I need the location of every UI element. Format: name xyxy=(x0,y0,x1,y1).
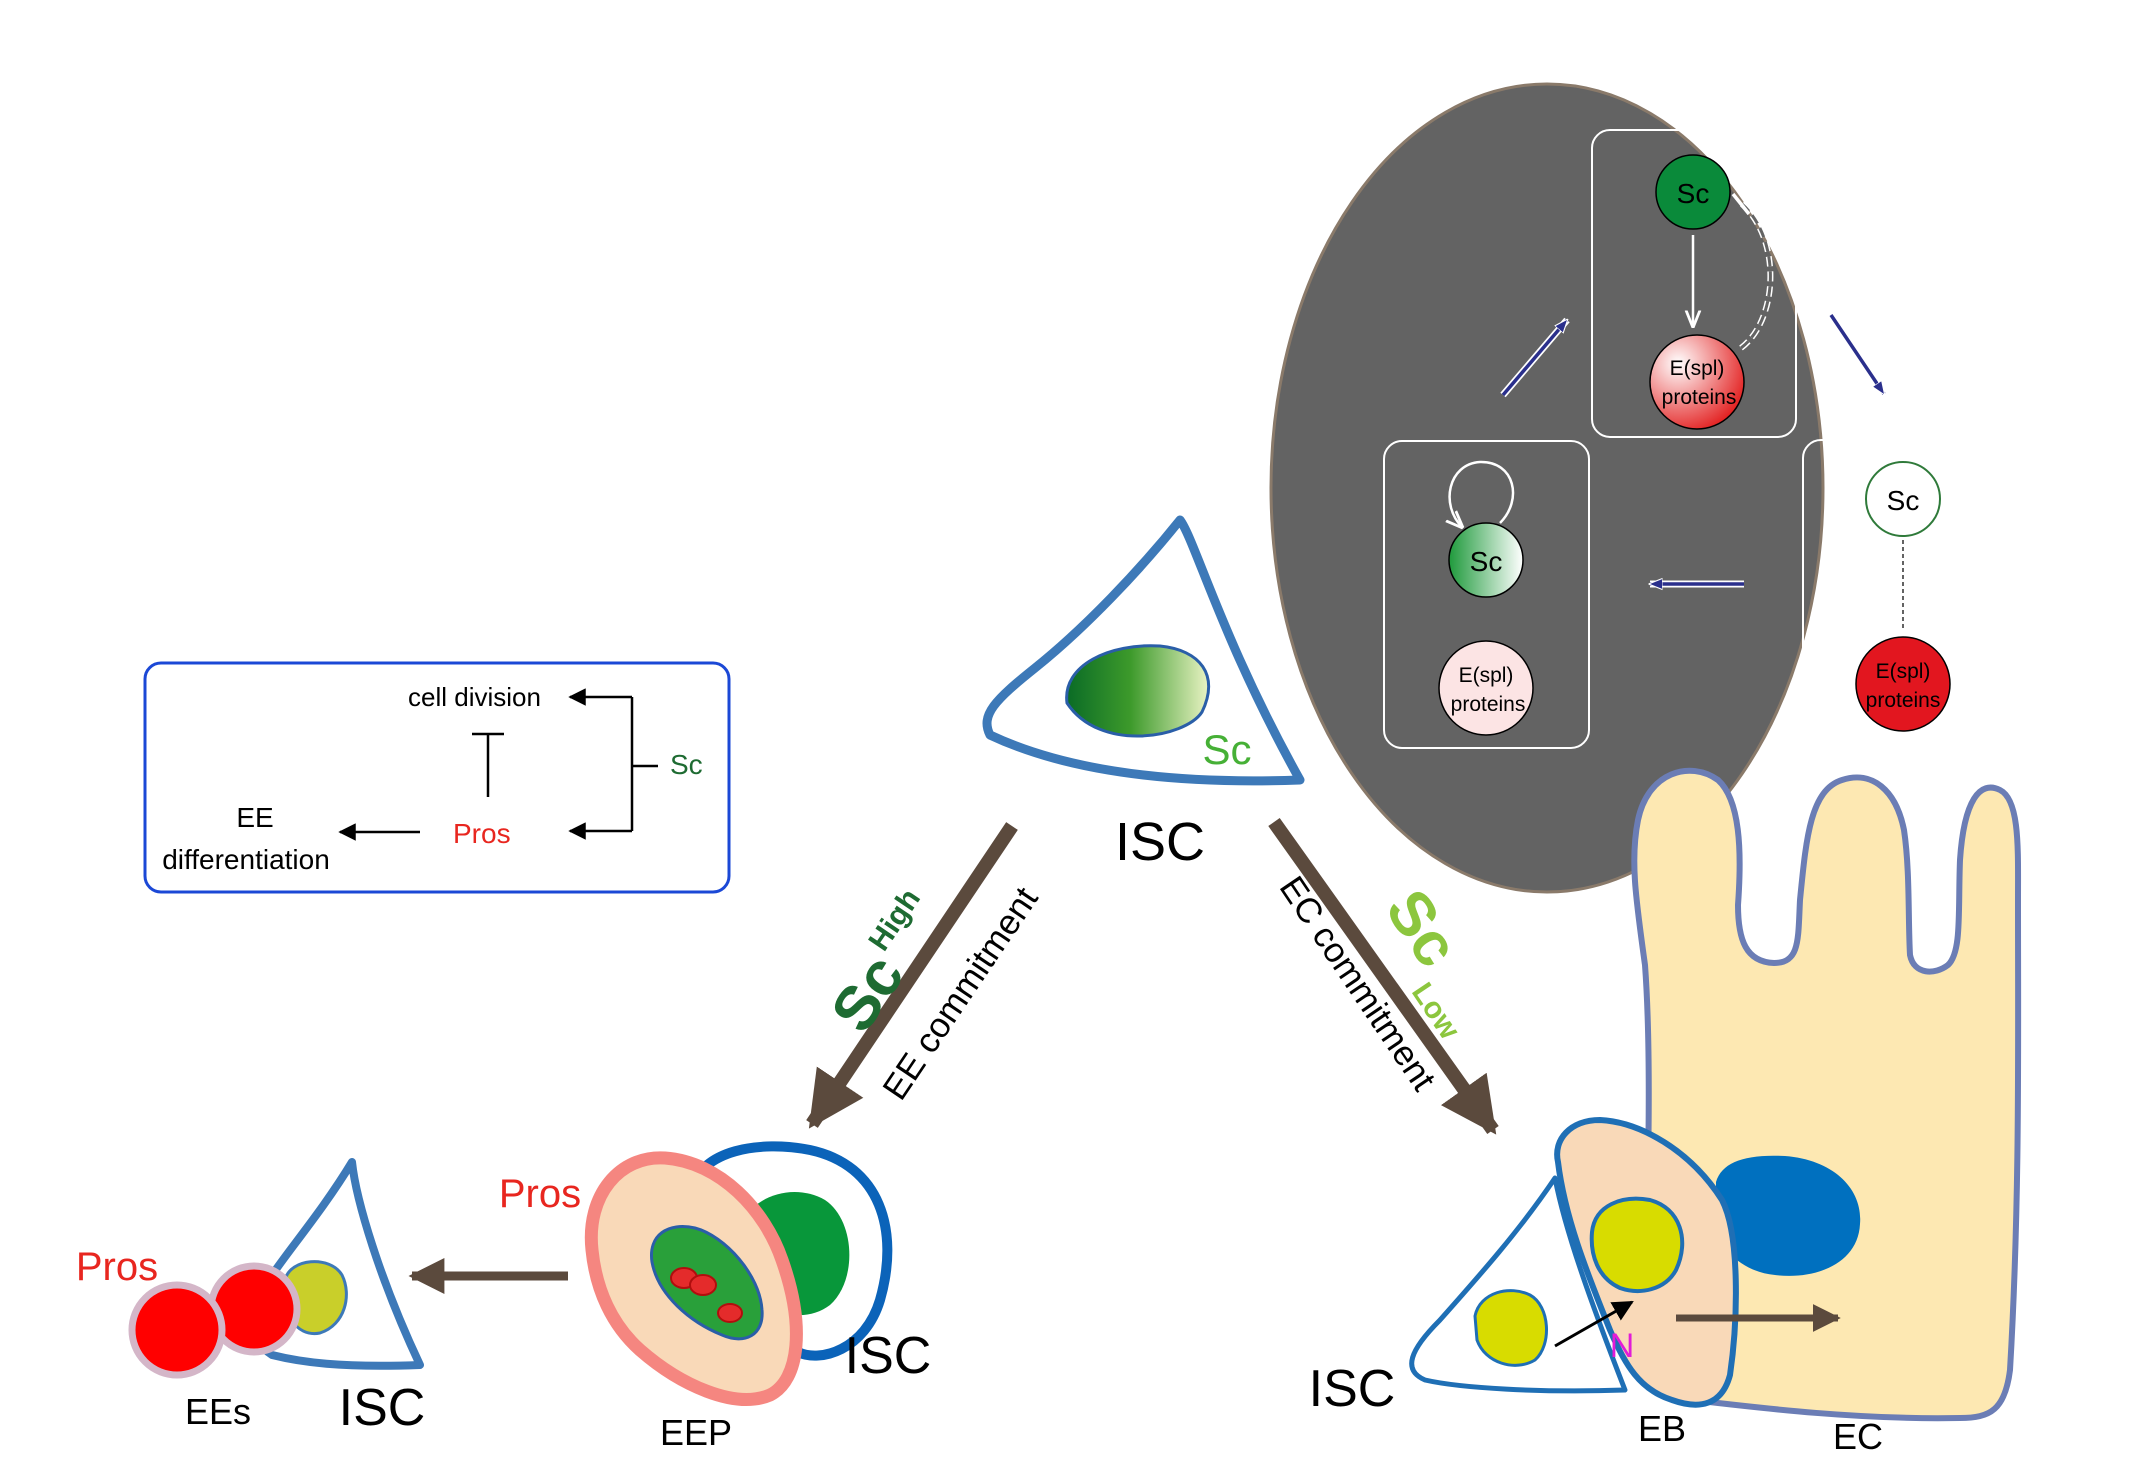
inset-right-panel xyxy=(1802,439,2009,747)
ec-commitment-arrow xyxy=(1268,817,1499,1135)
ee-label-line2: differentiation xyxy=(162,844,330,875)
left-espl-node xyxy=(1438,640,1534,736)
inset-rim xyxy=(1269,82,1825,894)
sc-espl-feedback-inset: Sc E(spl) proteins Sc E(spl) proteins Sc… xyxy=(1269,82,2009,894)
center-isc-nucleus xyxy=(1065,644,1211,738)
ee-pros-label: Pros xyxy=(76,1245,158,1289)
top-espl-node xyxy=(1649,334,1745,430)
ec-adjacent-isc-nucleus xyxy=(1473,1289,1548,1367)
eb-nucleus xyxy=(1589,1196,1685,1293)
ee-cell-1 xyxy=(128,1281,226,1379)
eep-granule-2 xyxy=(689,1274,717,1296)
top-sc-node xyxy=(1655,154,1731,230)
eep-isc-label: ISC xyxy=(845,1327,932,1385)
top-espl-label-2: proteins xyxy=(1662,386,1737,409)
right-espl-label-2: proteins xyxy=(1866,689,1941,712)
top-inhibit-bar xyxy=(1731,192,1751,216)
sc-high-sc: Sc xyxy=(818,943,918,1044)
sc-low-sc: Sc xyxy=(1372,878,1472,979)
left-espl-label-1: E(spl) xyxy=(1459,664,1514,687)
right-inhibit-bar xyxy=(1939,507,1959,527)
center-isc-label: ISC xyxy=(1115,812,1205,872)
ec-label: EC xyxy=(1833,1416,1883,1457)
ec-nucleus xyxy=(1716,1155,1861,1276)
inset-top-panel xyxy=(1591,129,1797,438)
cycle-arrow-right-down xyxy=(1829,314,1884,394)
eb-label: EB xyxy=(1638,1408,1686,1449)
right-sc-label: Sc xyxy=(1887,485,1920,516)
top-espl-inhibit-dashed-core xyxy=(1740,202,1772,350)
right-espl-inhibit-line xyxy=(1949,517,1986,654)
regulation-legend-box: cell division Sc Pros EE differentiation xyxy=(143,661,731,894)
right-sc-node xyxy=(1865,461,1941,537)
ec-eb-isc-group: N ISC EB EC xyxy=(1309,767,2022,1457)
n-label: N xyxy=(1610,1327,1635,1365)
right-espl-node xyxy=(1855,636,1951,732)
eep-pros-label: Pros xyxy=(499,1172,581,1216)
right-espl-label-1: E(spl) xyxy=(1876,660,1931,683)
ee-commitment-arrow xyxy=(806,822,1018,1129)
legend-sc-label: Sc xyxy=(670,749,703,780)
cell-division-label: cell division xyxy=(408,682,541,712)
sc-bracket xyxy=(630,697,658,831)
left-sc-self-loop xyxy=(1450,460,1515,527)
eep-label: EEP xyxy=(660,1412,732,1453)
left-sc-label: Sc xyxy=(1470,546,1503,577)
n-signal-arrow xyxy=(1554,1300,1634,1348)
left-sc-node xyxy=(1448,522,1524,598)
ec-isc-label: ISC xyxy=(1309,1360,1396,1418)
ees-label: EEs xyxy=(185,1391,251,1432)
center-sc-label: Sc xyxy=(1202,726,1251,773)
ee-isc-label: ISC xyxy=(339,1379,426,1437)
eep-granule-3 xyxy=(717,1303,743,1323)
inset-left-panel xyxy=(1383,440,1590,749)
eep-isc-pair: Pros ISC EEP xyxy=(499,1141,932,1453)
sc-high-superscript: High xyxy=(862,883,927,957)
center-isc-cell: Sc ISC xyxy=(982,515,1305,872)
ee-label-line1: EE xyxy=(236,802,273,833)
ee-isc-group: Pros EEs ISC xyxy=(76,1158,426,1437)
legend-pros-label: Pros xyxy=(453,818,511,849)
top-espl-label-1: E(spl) xyxy=(1670,357,1725,380)
left-espl-label-2: proteins xyxy=(1451,693,1526,716)
inset-background xyxy=(1272,85,1822,891)
top-sc-label: Sc xyxy=(1677,178,1710,209)
cycle-arrow-left-up xyxy=(1501,320,1567,397)
